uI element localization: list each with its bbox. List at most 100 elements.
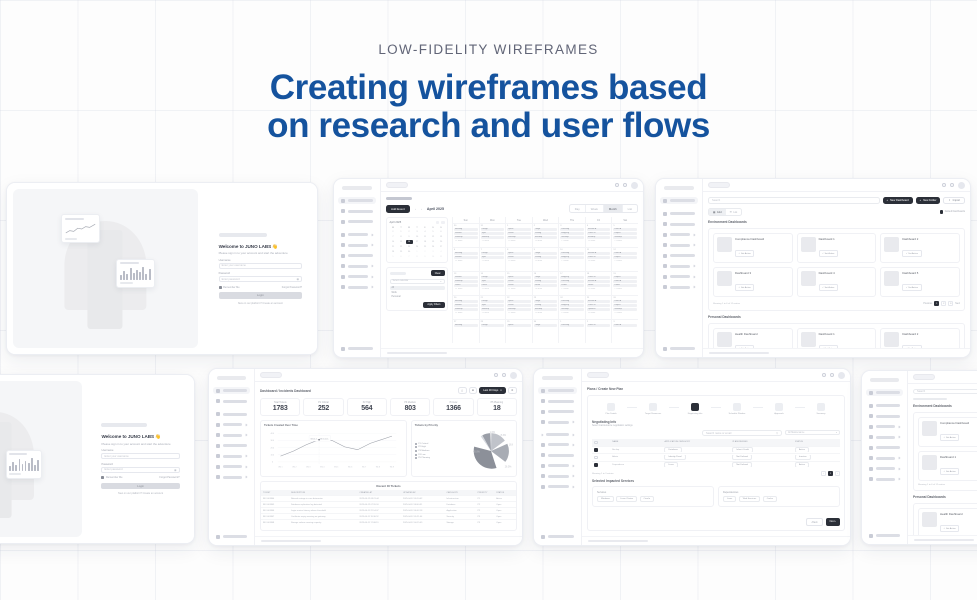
calendar-event[interactable]: Retro A [613,323,637,327]
pagination[interactable]: ‹ 1 › [821,471,840,477]
dashboard-card[interactable]: Dashboard 2✓ Set Active [880,328,960,348]
calendar-event[interactable]: Standup [586,235,611,239]
calendar-event[interactable]: Mapping [560,255,584,259]
calendar-event[interactable]: Planning [560,323,584,327]
sidebar-item-dashboard[interactable] [338,208,376,215]
next-label[interactable]: Next [955,302,960,305]
avatar[interactable] [510,371,517,379]
sidebar-item-customer-management[interactable] [538,452,577,459]
set-active-button[interactable]: ✓ Set Active [940,434,960,441]
prev-label[interactable]: Previous [923,302,933,305]
wizard-step[interactable]: Target Resources [637,403,669,415]
view-list[interactable]: List [627,206,632,211]
sidebar-item-ai-ops[interactable] [338,242,376,249]
calendar-event[interactable]: Demo [507,283,531,287]
mini-day[interactable]: 5 [392,256,394,258]
mini-day[interactable]: 12 [431,236,435,238]
calendar-event[interactable]: Review [454,275,478,279]
sidebar-item-calendar[interactable] [213,411,250,418]
mini-day[interactable]: 10 [415,236,419,238]
calendar-event[interactable]: Standup [480,235,505,239]
calendar-more-link[interactable]: +3 More [508,240,516,243]
resource-chip[interactable]: Linux [723,496,737,503]
mini-day[interactable]: 6 [440,231,442,233]
page-3[interactable]: 3 [948,301,954,306]
calendar-event[interactable]: Sync [480,231,505,235]
export-icon[interactable]: ■ [468,387,478,394]
calendar-more-link[interactable]: +2 More [481,288,489,291]
mini-day[interactable]: 4 [440,251,442,253]
sidebar-item-alerting[interactable] [660,284,698,291]
page-2[interactable]: 2 [941,301,947,306]
mini-day[interactable]: 25 [423,246,427,248]
dashboard-card[interactable]: Dashboard 1✓ Set Active [918,451,977,481]
page-1[interactable]: 1 [934,301,940,306]
calendar-event[interactable]: Sprint [507,323,531,327]
calendar-event[interactable]: Check B [586,255,611,259]
calendar-event[interactable]: Planning [560,299,584,303]
mini-day[interactable]: 11 [439,256,443,258]
calendar-event[interactable]: Triage [533,323,558,327]
calendar-event[interactable]: Standup [560,307,584,311]
calendar-more-link[interactable]: +2 More [587,240,596,243]
calendar-more-link[interactable]: +1 More [561,240,569,243]
sidebar-item-administration[interactable] [660,273,698,280]
set-active-button[interactable]: ✓ Set Active [902,284,922,291]
set-active-button[interactable]: ✓ Set Active [940,468,960,475]
wizard-step[interactable]: Negotiating Info [679,403,711,415]
calendar-event[interactable]: Mapping [560,303,584,307]
avatar[interactable] [958,181,965,189]
sidebar-item-ai-ops[interactable] [660,242,698,249]
sidebar-item-dashboard[interactable] [213,398,250,405]
wireframe-card-login-2[interactable]: Welcome to JUNO LABS 👋 Please sign in to… [0,374,195,544]
calendar-more-link[interactable]: +2 More [455,240,463,243]
sidebar-item-customer-management[interactable] [338,252,376,259]
sidebar-subitem-maintenance[interactable] [538,432,577,438]
import-button[interactable]: ⇧ Import [943,197,965,204]
sidebar-item-alerting[interactable] [538,483,577,490]
sidebar-item-home[interactable] [538,387,577,394]
default-dashboards-checkbox[interactable]: Default Dashboards [939,210,965,214]
next-month-button[interactable]: › [420,206,422,211]
calendar-more-link[interactable]: +1 More [481,240,489,243]
environment-selector[interactable] [587,372,609,378]
sidebar-item-home[interactable] [866,389,903,396]
calendar-event[interactable]: Testing [533,303,558,307]
username-field[interactable]: Enter your username [101,453,180,459]
mini-prev-icon[interactable] [435,220,439,224]
calendar-event[interactable]: Testing [533,279,558,283]
calendar-event[interactable]: Report [613,303,637,307]
sidebar-item-home[interactable] [213,387,250,394]
mini-day[interactable]: 23 [407,246,411,248]
create-account-link[interactable]: New on our platform? Create an account [118,492,164,495]
calendar-more-link[interactable]: +2 More [455,260,463,263]
wireframe-card-dashboards[interactable]: Search + New Dashboard + New Folder ⇧ [655,178,971,358]
set-active-button[interactable]: ✓ Set Active [735,345,755,348]
wireframe-card-incidents[interactable]: Dashboard / Incidents Dashboard △ ■ Last… [208,368,523,546]
calendar-event[interactable]: Sprint [507,299,531,303]
option-personal[interactable]: Personal [391,295,401,298]
calendar-event[interactable]: Triage [533,275,558,279]
sidebar-item-monitoring[interactable] [213,453,250,460]
login-button[interactable]: Login [218,292,303,299]
view-month[interactable]: Month [603,205,623,212]
calendar-event[interactable]: Standup [613,235,637,239]
calendar-more-link[interactable]: +1 More [614,288,622,291]
calendar-more-link[interactable]: +2 More [587,288,596,291]
prev-month-button[interactable]: ‹ [414,206,416,211]
mini-day[interactable]: 22 [399,246,403,248]
avatar[interactable] [631,181,638,189]
